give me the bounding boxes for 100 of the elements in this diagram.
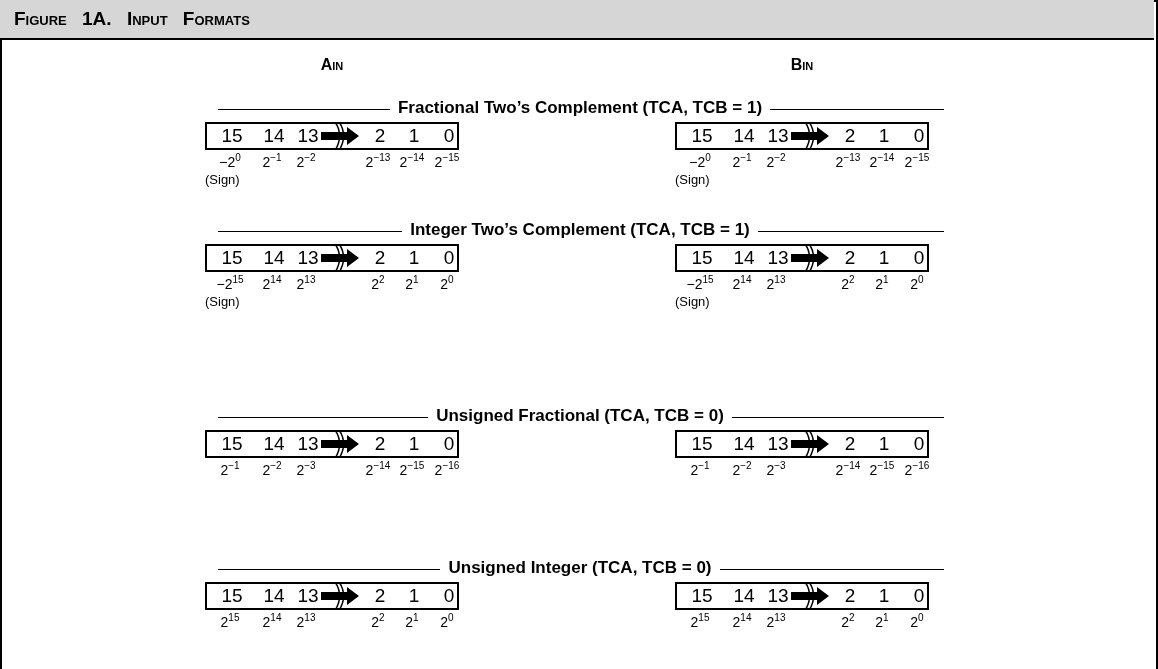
bit-number: 2 bbox=[373, 585, 387, 607]
format-heading: Unsigned Fractional (TCA, TCB = 0) bbox=[436, 406, 724, 426]
bit-number: 14 bbox=[732, 125, 756, 147]
bit-weight: 2$^{−2}$ bbox=[731, 460, 753, 478]
bit-number: 14 bbox=[262, 433, 286, 455]
bit-weight: 2$^{−16}$ bbox=[903, 460, 931, 478]
bit-number: 13 bbox=[766, 125, 790, 147]
bit-weight: 2$^{−13}$ bbox=[834, 152, 862, 170]
bit-weight: 2$^{−15}$ bbox=[433, 152, 461, 170]
bit-weight: 2$^{13}$ bbox=[295, 274, 317, 292]
bit-number: 15 bbox=[690, 125, 714, 147]
register-box bbox=[675, 582, 929, 610]
bit-weight: 2$^{0}$ bbox=[439, 612, 455, 630]
bit-weight: 2$^{1}$ bbox=[404, 612, 420, 630]
bit-number: 0 bbox=[912, 125, 926, 147]
bit-weight: 2$^{15}$ bbox=[689, 612, 711, 630]
bit-number: 0 bbox=[912, 585, 926, 607]
bit-weight: 2$^{13}$ bbox=[765, 274, 787, 292]
bit-number: 1 bbox=[407, 433, 421, 455]
bit-weight: 2$^{−1}$ bbox=[731, 152, 753, 170]
bit-weight: 2$^{0}$ bbox=[439, 274, 455, 292]
bit-weight: −2$^{0}$ bbox=[688, 152, 712, 170]
bit-number: 15 bbox=[690, 585, 714, 607]
bit-weight: 2$^{13}$ bbox=[295, 612, 317, 630]
bit-number: 15 bbox=[690, 433, 714, 455]
bit-number: 1 bbox=[407, 125, 421, 147]
bit-number: 14 bbox=[732, 433, 756, 455]
bit-number: 15 bbox=[690, 247, 714, 269]
bit-weight: 2$^{2}$ bbox=[840, 274, 856, 292]
format-heading: Unsigned Integer (TCA, TCB = 0) bbox=[448, 558, 712, 578]
bit-weight: 2$^{0}$ bbox=[909, 612, 925, 630]
bit-number: 2 bbox=[373, 125, 387, 147]
sign-note: (Sign) bbox=[675, 294, 710, 309]
bit-number: 0 bbox=[442, 585, 456, 607]
bit-weight: 2$^{−2}$ bbox=[295, 152, 317, 170]
bit-weight: 2$^{2}$ bbox=[370, 612, 386, 630]
bit-number: 13 bbox=[296, 585, 320, 607]
bit-weight: 2$^{−14}$ bbox=[364, 460, 392, 478]
bit-weight: 2$^{−15}$ bbox=[903, 152, 931, 170]
sign-note: (Sign) bbox=[675, 172, 710, 187]
bit-number: 2 bbox=[373, 433, 387, 455]
bit-number: 2 bbox=[843, 433, 857, 455]
bit-weight: 2$^{2}$ bbox=[370, 274, 386, 292]
bit-number: 1 bbox=[407, 585, 421, 607]
register-box bbox=[205, 122, 459, 150]
bit-number: 1 bbox=[877, 247, 891, 269]
bit-weight: 2$^{2}$ bbox=[840, 612, 856, 630]
bit-weight: 2$^{14}$ bbox=[261, 612, 283, 630]
bit-weight: 2$^{−14}$ bbox=[868, 152, 896, 170]
bit-number: 1 bbox=[407, 247, 421, 269]
format-heading: Integer Two’s Complement (TCA, TCB = 1) bbox=[410, 220, 750, 240]
bit-number: 1 bbox=[877, 585, 891, 607]
bit-weight: 2$^{−1}$ bbox=[261, 152, 283, 170]
bit-number: 13 bbox=[296, 433, 320, 455]
register-box bbox=[205, 582, 459, 610]
figure-title: Figure 1A. Input Formats bbox=[14, 8, 250, 30]
sign-note: (Sign) bbox=[205, 172, 240, 187]
bit-weight: 2$^{−1}$ bbox=[219, 460, 241, 478]
bit-number: 2 bbox=[373, 247, 387, 269]
bit-number: 2 bbox=[843, 247, 857, 269]
bit-weight: 2$^{−15}$ bbox=[398, 460, 426, 478]
bit-weight: 2$^{14}$ bbox=[731, 612, 753, 630]
bit-number: 13 bbox=[296, 247, 320, 269]
bit-weight: 2$^{−16}$ bbox=[433, 460, 461, 478]
bit-weight: −2$^{15}$ bbox=[685, 274, 715, 292]
bit-weight: 2$^{−14}$ bbox=[398, 152, 426, 170]
bit-number: 13 bbox=[296, 125, 320, 147]
bit-number: 14 bbox=[262, 247, 286, 269]
bit-weight: 2$^{14}$ bbox=[731, 274, 753, 292]
format-heading: Fractional Two’s Complement (TCA, TCB = 1) bbox=[397, 98, 763, 118]
bit-number: 13 bbox=[766, 585, 790, 607]
bit-weight: 2$^{−3}$ bbox=[295, 460, 317, 478]
register-box bbox=[675, 430, 929, 458]
bit-number: 14 bbox=[732, 247, 756, 269]
bit-number: 14 bbox=[262, 585, 286, 607]
register-box bbox=[675, 244, 929, 272]
register-box bbox=[675, 122, 929, 150]
bit-number: 0 bbox=[442, 125, 456, 147]
bit-weight: 2$^{14}$ bbox=[261, 274, 283, 292]
bit-number: 0 bbox=[912, 247, 926, 269]
bit-number: 14 bbox=[262, 125, 286, 147]
bit-weight: 2$^{−2}$ bbox=[765, 152, 787, 170]
bit-weight: −2$^{15}$ bbox=[215, 274, 245, 292]
bit-number: 13 bbox=[766, 433, 790, 455]
register-box bbox=[205, 430, 459, 458]
bit-weight: 2$^{−14}$ bbox=[834, 460, 862, 478]
bit-number: 14 bbox=[732, 585, 756, 607]
bit-number: 1 bbox=[877, 125, 891, 147]
bit-number: 1 bbox=[877, 433, 891, 455]
bit-number: 2 bbox=[843, 125, 857, 147]
bit-weight: 2$^{1}$ bbox=[874, 274, 890, 292]
bit-weight: −2$^{0}$ bbox=[218, 152, 242, 170]
register-box bbox=[205, 244, 459, 272]
bit-weight: 2$^{−15}$ bbox=[868, 460, 896, 478]
bit-weight: 2$^{0}$ bbox=[909, 274, 925, 292]
bit-number: 0 bbox=[442, 247, 456, 269]
column-heading: Bin bbox=[790, 56, 814, 74]
sign-note: (Sign) bbox=[205, 294, 240, 309]
bit-number: 13 bbox=[766, 247, 790, 269]
bit-weight: 2$^{−3}$ bbox=[765, 460, 787, 478]
